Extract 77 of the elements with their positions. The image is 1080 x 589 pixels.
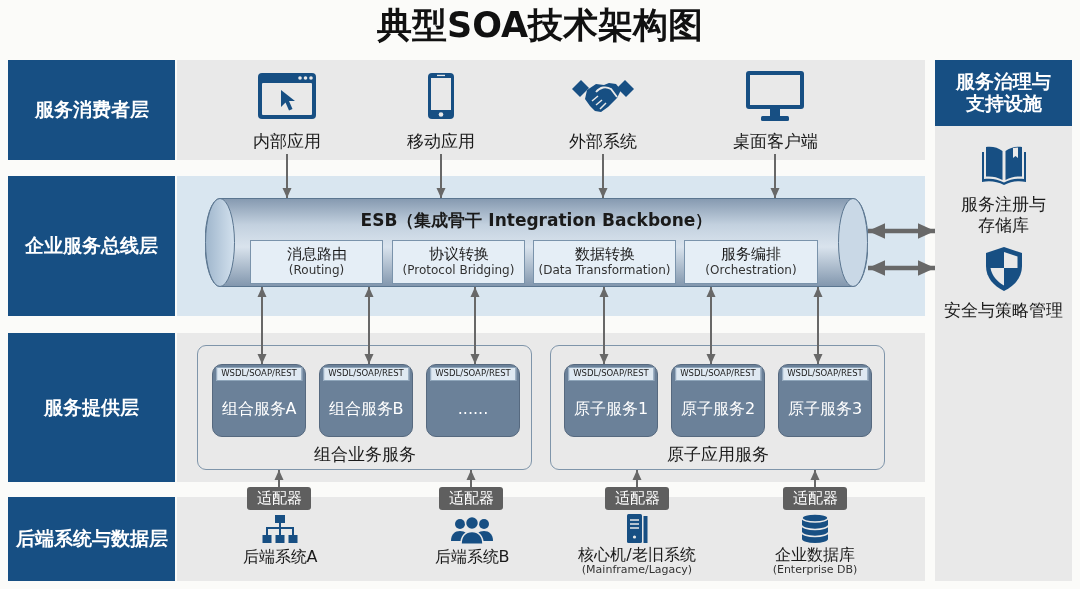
adapter-tag: 适配器 (439, 487, 503, 510)
double-arrow (599, 286, 609, 365)
adapter-tag: 适配器 (783, 487, 847, 510)
protocol-tag: WSDL/SOAP/REST (568, 367, 654, 381)
layer-band (8, 333, 925, 482)
service-card (564, 364, 658, 437)
item-label: 内部应用 (253, 132, 321, 152)
arrow (436, 153, 446, 199)
service-card (426, 364, 520, 437)
card-label: ...... (457, 400, 489, 419)
arrow (598, 153, 608, 199)
item-label: 移动应用 (407, 132, 475, 152)
protocol-tag: WSDL/SOAP/REST (216, 367, 302, 381)
group-label: 原子应用服务 (666, 445, 769, 465)
card-label: 组合服务A (221, 400, 297, 419)
item-label: 后端系统B (434, 548, 510, 567)
item-note: (Enterprise DB) (772, 564, 858, 578)
function-name: 服务编排 (721, 245, 781, 264)
layer-label: 后端系统与数据层 (8, 497, 175, 581)
function-name: 数据转换 (574, 245, 635, 264)
item-label: 外部系统 (569, 132, 637, 152)
arrow (810, 469, 820, 488)
arrow (274, 469, 284, 488)
item-label: 服务注册与存储库 (960, 194, 1047, 237)
arrow (282, 153, 292, 199)
service-card (778, 364, 872, 437)
layer-label: 企业服务总线层 (8, 176, 175, 316)
card-label: 原子服务2 (680, 400, 756, 419)
group-box (550, 345, 885, 470)
function-name: 协议转换 (428, 245, 489, 264)
item-label: 企业数据库 (775, 546, 855, 565)
function-box (392, 240, 525, 284)
function-note: (Orchestration) (705, 264, 797, 278)
protocol-tag: WSDL/SOAP/REST (675, 367, 761, 381)
layer-label: 服务提供层 (8, 333, 175, 482)
double-arrow (868, 223, 935, 239)
adapter-tag: 适配器 (247, 487, 311, 510)
group-label: 组合业务服务 (313, 445, 416, 465)
bus-title: ESB（集成骨干 Integration Backbone） (360, 211, 713, 231)
item-label: 安全与策略管理 (944, 301, 1063, 321)
function-box (533, 240, 676, 284)
function-note: (Protocol Bridging) (402, 264, 515, 278)
panel-header: 服务治理与支持设施 (935, 60, 1072, 126)
function-note: (Routing) (288, 264, 345, 278)
service-card (212, 364, 306, 437)
item-note: (Mainframe/Lagacy) (581, 564, 693, 578)
function-name: 消息路由 (286, 245, 347, 264)
function-note: (Data Transformation) (538, 264, 671, 278)
double-arrow (706, 286, 716, 365)
double-arrow (470, 286, 480, 365)
item-label: 核心机/老旧系统 (578, 546, 696, 565)
protocol-tag: WSDL/SOAP/REST (323, 367, 409, 381)
layer-label: 服务消费者层 (8, 60, 175, 160)
card-label: 组合服务B (328, 400, 404, 419)
adapter-tag: 适配器 (605, 487, 669, 510)
double-arrow (813, 286, 823, 365)
layer-band (8, 60, 925, 160)
arrow (770, 153, 780, 199)
double-arrow (364, 286, 374, 365)
function-box (250, 240, 383, 284)
service-card (671, 364, 765, 437)
layer-band (8, 176, 925, 316)
side-panel (935, 60, 1072, 581)
item-label: 后端系统A (242, 548, 318, 567)
function-box (684, 240, 818, 284)
card-label: 原子服务3 (787, 400, 863, 419)
double-arrow (257, 286, 267, 365)
service-card (319, 364, 413, 437)
protocol-tag: WSDL/SOAP/REST (782, 367, 868, 381)
protocol-tag: WSDL/SOAP/REST (430, 367, 516, 381)
item-label: 桌面客户端 (732, 132, 818, 152)
double-arrow (868, 260, 935, 276)
diagram-title: 典型SOA技术架构图 (376, 5, 704, 46)
arrow (632, 469, 642, 488)
arrow (466, 469, 476, 488)
group-box (197, 345, 532, 470)
card-label: 原子服务1 (573, 400, 649, 419)
